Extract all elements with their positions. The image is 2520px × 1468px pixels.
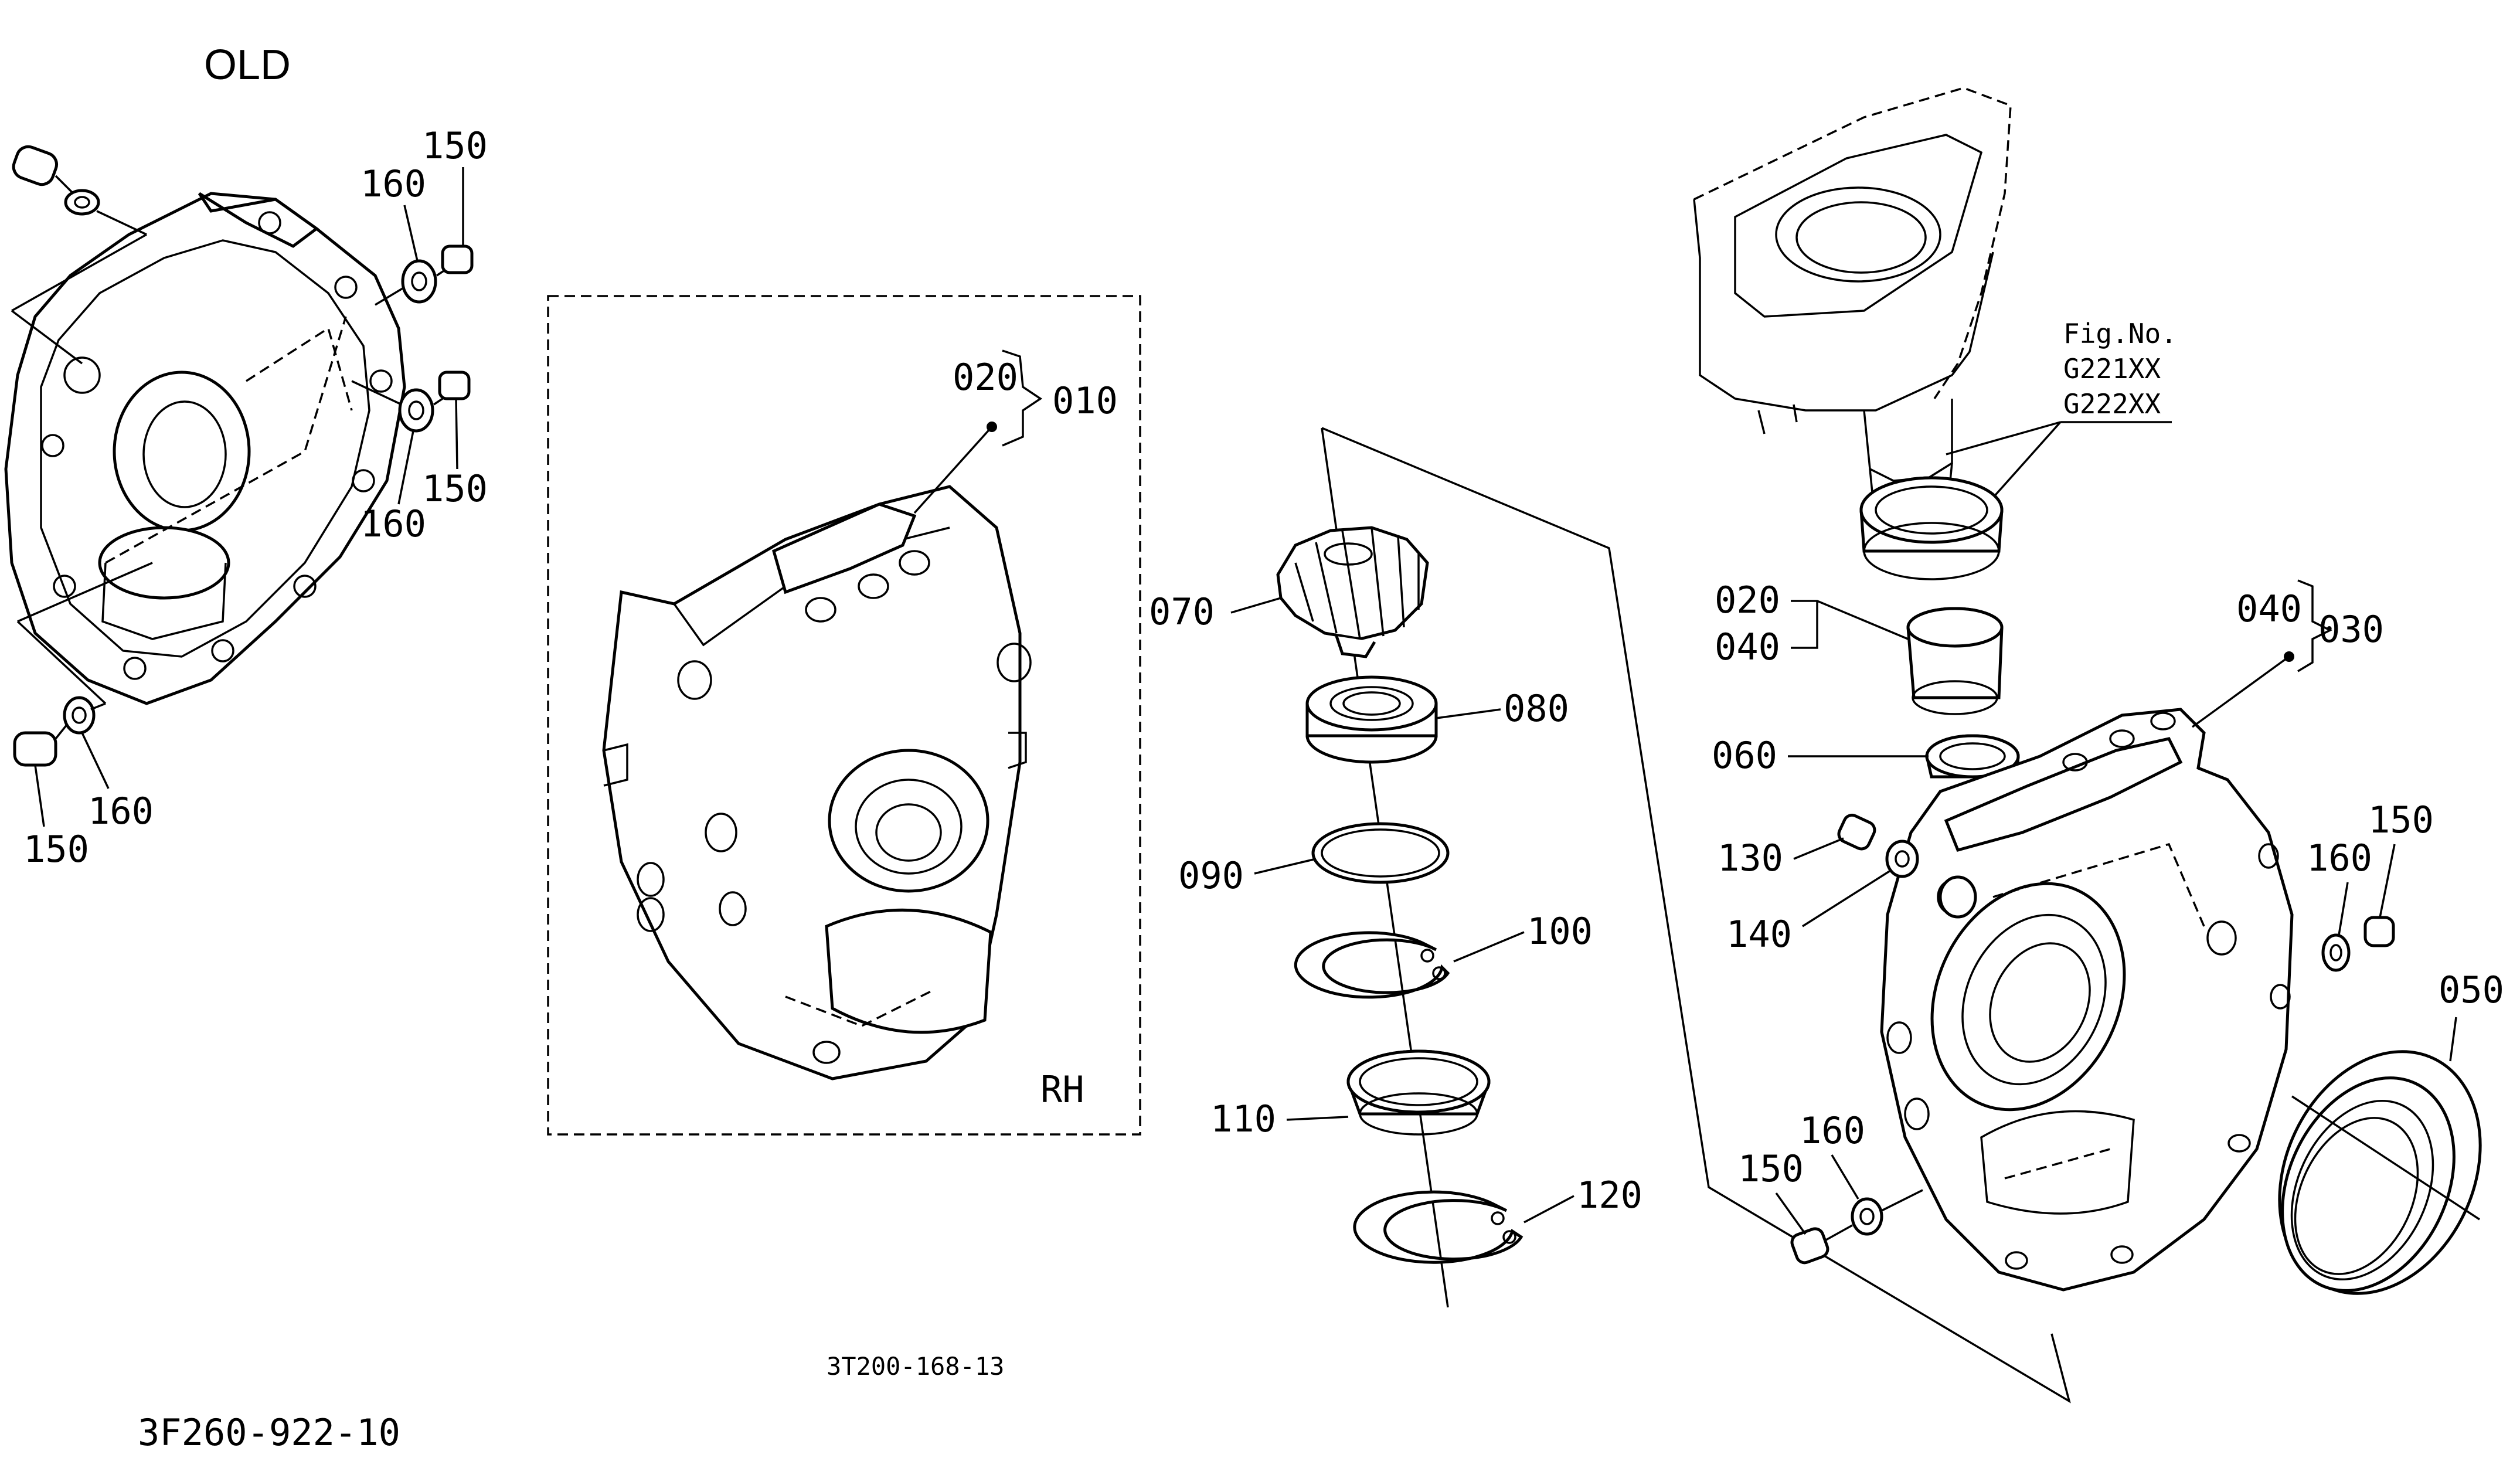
label-020-right: 020 — [1715, 579, 1780, 621]
label-100: 100 — [1527, 910, 1593, 953]
right-housing — [1880, 708, 2294, 1292]
part-020-sleeve — [1906, 607, 2004, 715]
drawing-code-center: 3T200-168-13 — [827, 1352, 1004, 1381]
part-090-ring — [1311, 822, 1450, 884]
part-150-160-right — [2321, 916, 2395, 972]
part-bearing-cup — [1859, 476, 2004, 580]
fig-note-line-1: G221XX — [2063, 353, 2161, 385]
part-080-bearing — [1305, 675, 1438, 764]
fig-note-line-2: G222XX — [2063, 388, 2161, 420]
part-130-plug — [1837, 813, 1977, 919]
label-040-right: 040 — [1715, 626, 1780, 668]
part-050-oil-seal — [2278, 1050, 2482, 1295]
part-150-160-bottom — [1790, 1189, 1923, 1265]
label-140: 140 — [1726, 913, 1792, 956]
label-160-right: 160 — [2307, 837, 2372, 879]
label-060: 060 — [1712, 734, 1777, 777]
old-housing — [4, 192, 406, 705]
label-150-right: 150 — [2368, 798, 2434, 841]
label-150-bottom: 150 — [1738, 1147, 1804, 1190]
part-110-collar — [1346, 1049, 1491, 1136]
label-120: 120 — [1577, 1174, 1642, 1216]
label-old-160-bottom: 160 — [88, 790, 154, 832]
label-110: 110 — [1210, 1097, 1276, 1140]
label-old-160-mid: 160 — [361, 502, 426, 545]
label-rh-020: 020 — [953, 356, 1018, 399]
fig-note-heading: Fig.No. — [2063, 318, 2177, 349]
drawing-code-bottom-left: 3F260-922-10 — [138, 1411, 400, 1454]
rh-housing — [602, 485, 1032, 1080]
part-120-snap-ring — [1353, 1190, 1523, 1264]
part-100-snap-ring — [1294, 931, 1450, 999]
label-080: 080 — [1504, 687, 1569, 730]
old-title: OLD — [204, 42, 291, 89]
old-bolt-top-left — [12, 145, 147, 236]
label-old-160-top: 160 — [361, 162, 426, 205]
rh-panel-label: RH — [1040, 1068, 1084, 1111]
upper-case-reference — [1693, 87, 2012, 541]
label-old-150-top: 150 — [422, 124, 488, 167]
part-070-bevel-gear — [1276, 526, 1429, 658]
label-160-bottom: 160 — [1800, 1109, 1865, 1152]
old-bolt-washer-mid-right — [351, 371, 471, 433]
label-090: 090 — [1178, 854, 1244, 897]
label-130: 130 — [1718, 837, 1783, 879]
label-old-150-bottom: 150 — [23, 828, 89, 871]
center-group-bracket — [1321, 427, 2071, 1404]
rh-panel-border — [547, 295, 1141, 1136]
label-rh-010: 010 — [1052, 379, 1118, 422]
label-070: 070 — [1149, 590, 1215, 633]
old-bolt-washer-top-right — [375, 244, 474, 306]
label-040-ref: 040 — [2236, 587, 2302, 630]
label-old-150-mid: 150 — [422, 467, 488, 510]
label-050: 050 — [2439, 969, 2504, 1011]
